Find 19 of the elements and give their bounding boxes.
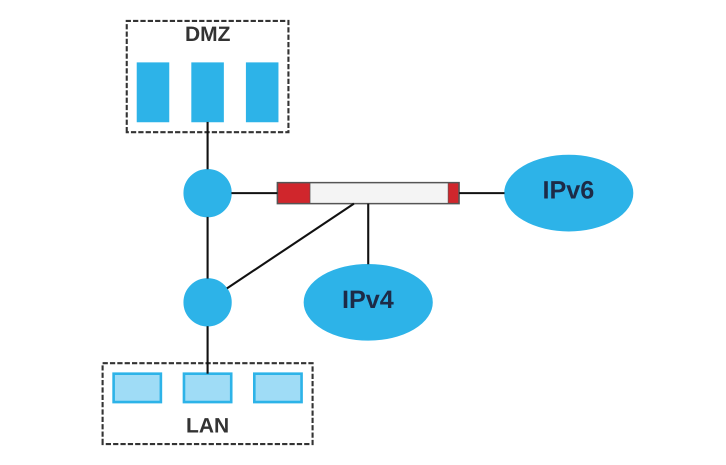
connector xyxy=(206,122,208,170)
node-box xyxy=(182,372,232,404)
node-box xyxy=(190,62,224,122)
node-box xyxy=(112,372,162,404)
connector xyxy=(366,204,369,264)
node-box xyxy=(136,62,169,122)
node-box xyxy=(245,62,278,122)
cluster: DMZ xyxy=(125,20,289,134)
node-circle xyxy=(182,278,232,326)
node-box xyxy=(252,372,302,404)
connector xyxy=(226,202,354,290)
connector xyxy=(206,216,208,279)
node-ellipse: IPv6 xyxy=(504,154,633,232)
cluster: LAN xyxy=(101,362,314,446)
node-ellipse: IPv4 xyxy=(303,264,432,341)
connector xyxy=(458,192,504,194)
node-circle xyxy=(182,168,232,218)
connector xyxy=(230,192,277,194)
connector xyxy=(206,326,208,374)
